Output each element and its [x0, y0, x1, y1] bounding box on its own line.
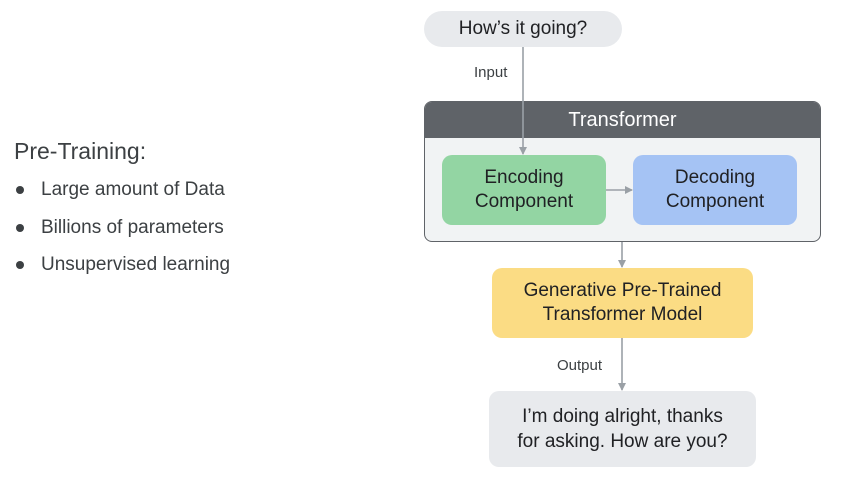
encoding-label-line1: Encoding [484, 167, 564, 188]
decoding-component-box: Decoding Component [633, 155, 797, 225]
bullet-dot-icon [16, 261, 24, 269]
decoding-label-line1: Decoding [674, 167, 756, 188]
response-line1: I’m doing alright, thanks [522, 406, 723, 427]
bullet-text: Unsupervised learning [41, 254, 231, 275]
bullet-item: Billions of parameters [14, 214, 230, 252]
response-message-bubble: I’m doing alright, thanks for asking. Ho… [489, 391, 756, 467]
response-line2: for asking. How are you? [517, 431, 728, 452]
bullet-text: Billions of parameters [41, 216, 224, 238]
transformer-header: Transformer [425, 102, 820, 138]
encoding-label-line2: Component [474, 191, 574, 212]
bullet-dot-icon [16, 186, 24, 194]
gpt-label-line2: Transformer Model [542, 304, 703, 325]
bullet-dot-icon [16, 223, 24, 232]
gpt-label-line1: Generative Pre-Trained [523, 280, 722, 301]
bullet-item: Unsupervised learning [14, 251, 230, 289]
output-arrow-label: Output [557, 357, 603, 374]
input-arrow-label: Input [474, 64, 508, 81]
bullet-item: Large amount of Data [14, 176, 230, 214]
gpt-model-box: Generative Pre-Trained Transformer Model [492, 268, 753, 338]
decoding-label-line2: Component [665, 191, 765, 212]
pretraining-bullet-list: Large amount of Data Billions of paramet… [14, 176, 230, 289]
encoding-component-box: Encoding Component [442, 155, 606, 225]
input-message-bubble: How’s it going? [424, 11, 622, 47]
bullet-text: Large amount of Data [41, 179, 225, 200]
pretraining-title: Pre-Training: [14, 138, 147, 164]
